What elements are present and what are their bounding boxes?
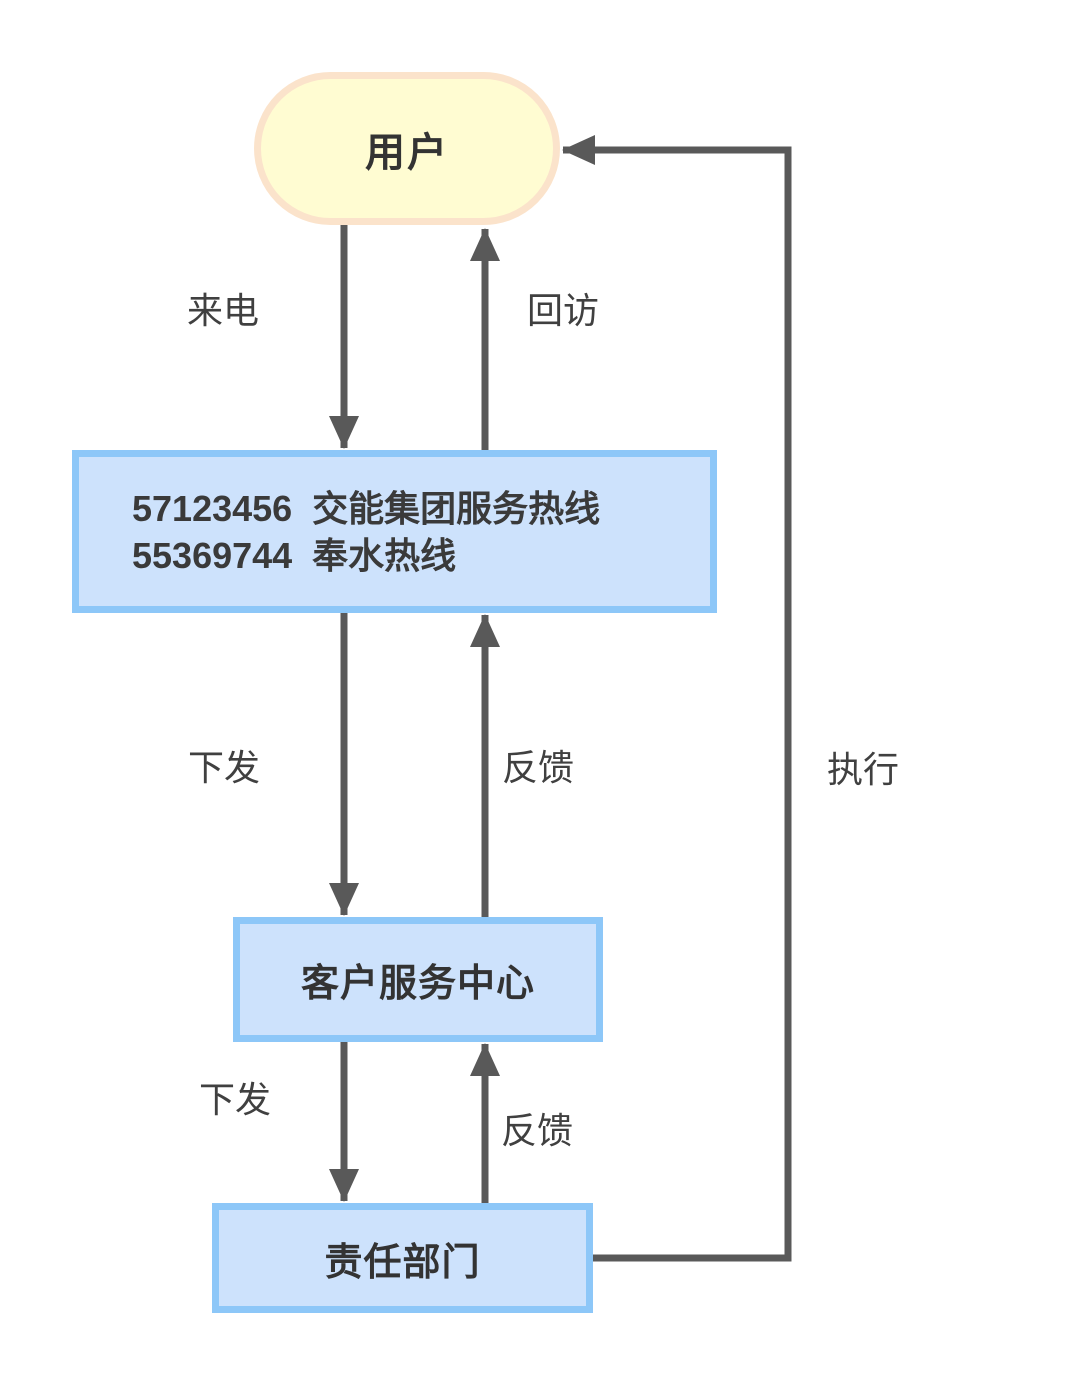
node-user: 用户 <box>254 72 560 225</box>
node-hotline: 57123456 交能集团服务热线 55369744 奉水热线 <box>72 450 717 613</box>
edge-label-dispatch-lower: 下发 <box>198 1079 272 1120</box>
hotline-line-2: 55369744 奉水热线 <box>132 534 457 576</box>
node-service-center-label: 客户服务中心 <box>300 963 535 1005</box>
edge-label-feedback-lower: 反馈 <box>500 1110 574 1151</box>
node-service-center: 客户服务中心 <box>233 917 603 1042</box>
edge-label-feedback-upper: 反馈 <box>501 747 575 788</box>
node-user-label: 用户 <box>365 130 449 175</box>
edge-label-revisit: 回访 <box>526 290 600 331</box>
node-responsible-dept-label: 责任部门 <box>324 1241 481 1284</box>
hotline-line-1: 57123456 交能集团服务热线 <box>132 487 601 529</box>
edge-label-execute: 执行 <box>826 749 900 790</box>
edge-label-dispatch-upper: 下发 <box>187 747 261 788</box>
node-responsible-dept: 责任部门 <box>212 1203 593 1313</box>
edge-label-incoming-call: 来电 <box>186 290 260 331</box>
arrow-dept-to-user-execute <box>562 135 792 1262</box>
